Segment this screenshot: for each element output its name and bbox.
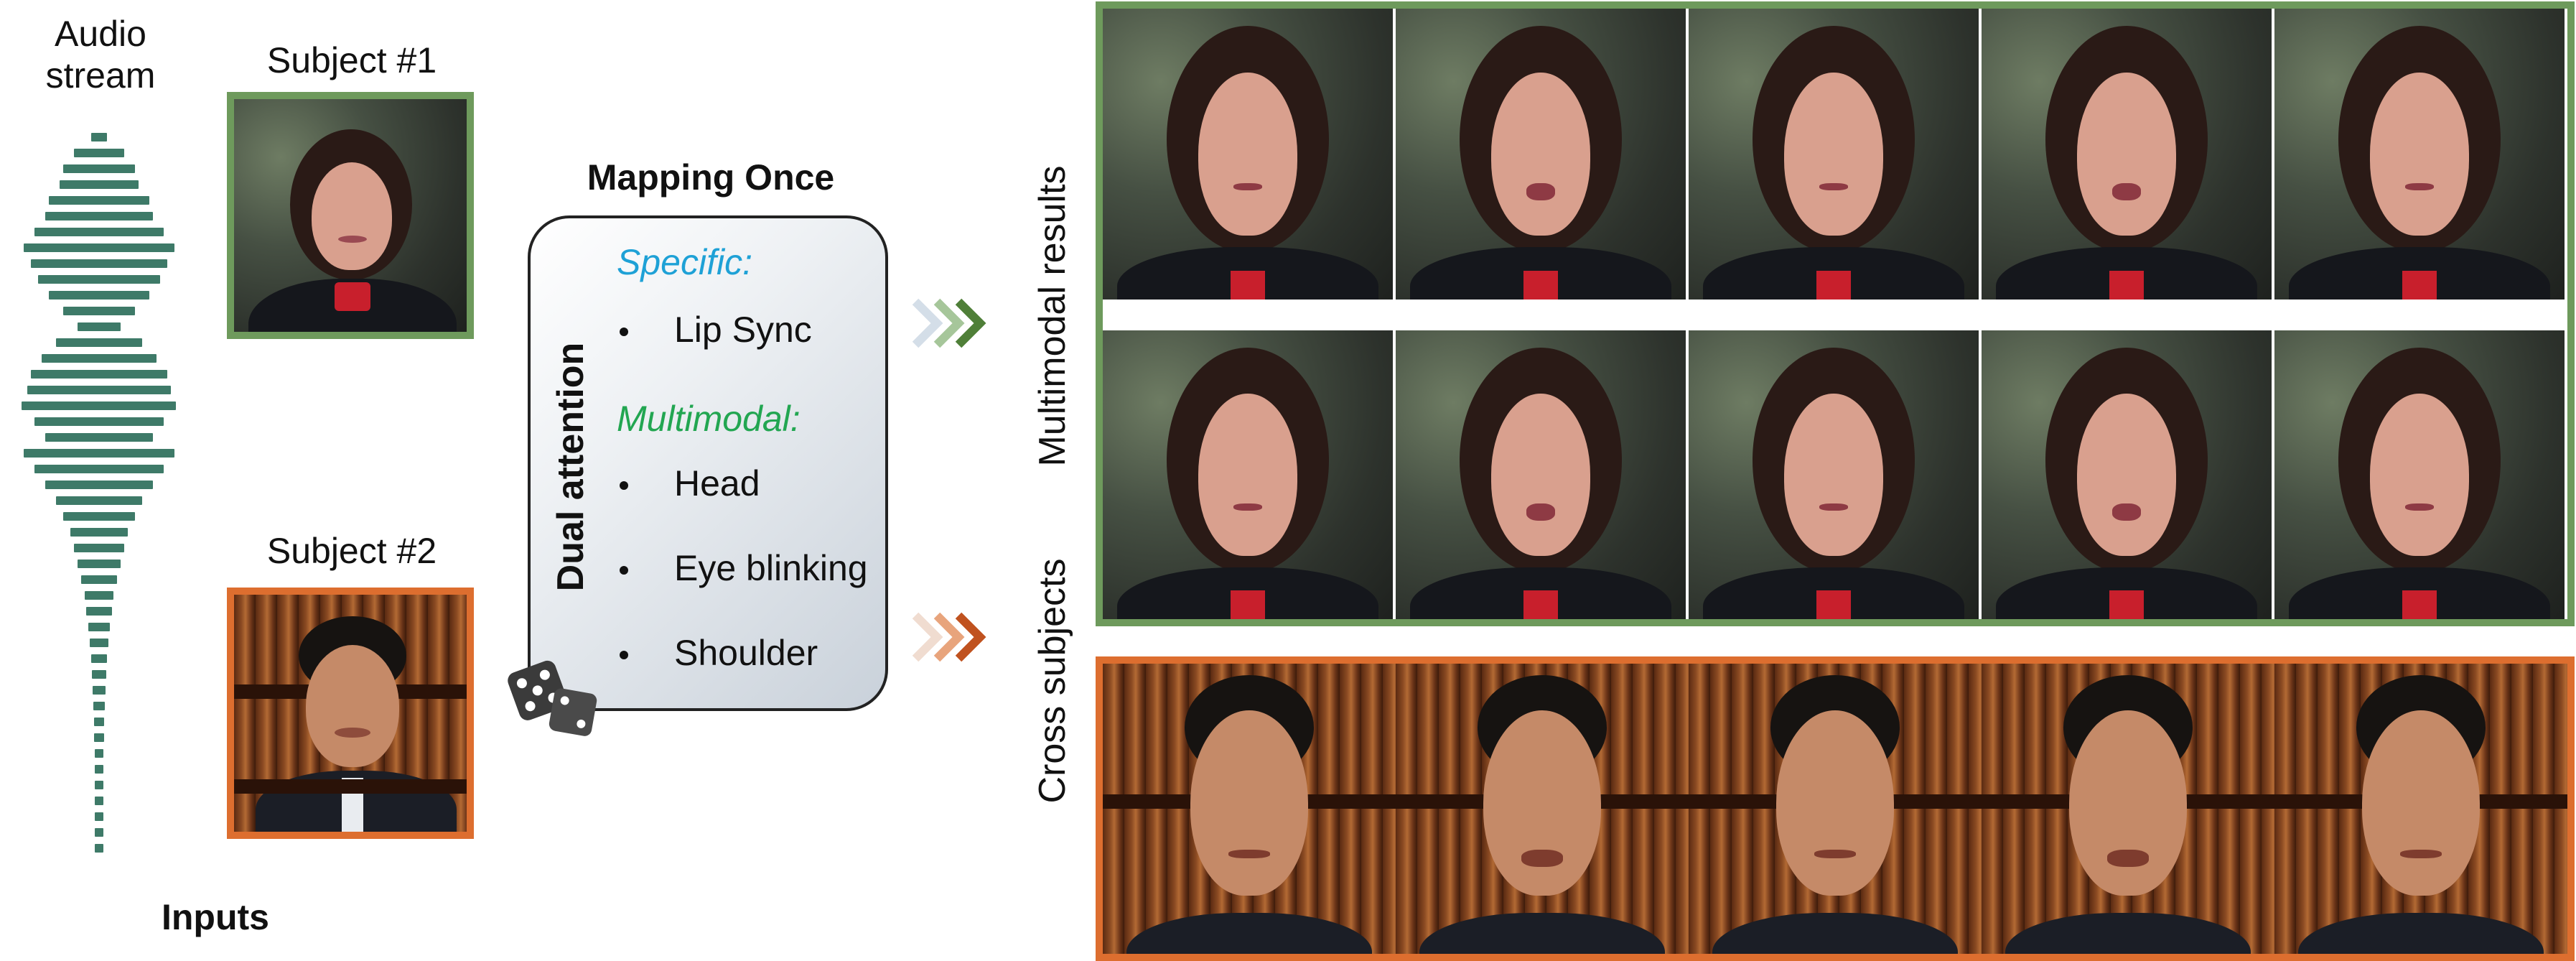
audio-bar bbox=[23, 449, 174, 458]
audio-bar bbox=[23, 243, 174, 252]
audio-bar bbox=[30, 370, 167, 379]
audio-bar bbox=[94, 844, 103, 853]
audio-bar bbox=[94, 828, 103, 837]
subject1-label: Subject #1 bbox=[266, 40, 437, 80]
result-frame-image bbox=[1103, 9, 1393, 300]
result-frame-image bbox=[1396, 330, 1686, 619]
result-frame-image bbox=[1689, 9, 1979, 300]
bullet bbox=[620, 566, 628, 575]
multimodal-results-label: Multimodal results bbox=[1032, 165, 1073, 467]
audio-bar bbox=[94, 781, 103, 789]
audio-bar bbox=[93, 718, 104, 726]
multimodal-heading: Multimodal: bbox=[617, 399, 801, 439]
result-frame-image bbox=[2274, 664, 2567, 954]
audio-bar bbox=[62, 164, 135, 173]
audio-bar bbox=[93, 733, 104, 742]
audio-bar bbox=[34, 465, 164, 473]
result-frame-image bbox=[1982, 664, 2274, 954]
cross-subjects-label: Cross subjects bbox=[1032, 558, 1073, 804]
audio-bar bbox=[94, 765, 103, 774]
audio-bar bbox=[94, 812, 103, 821]
audio-bar bbox=[85, 607, 112, 616]
result-frame-image bbox=[1982, 9, 2272, 300]
audio-stream-label: Audio stream bbox=[14, 13, 187, 96]
audio-bar bbox=[41, 354, 157, 363]
result-frame-image bbox=[1103, 664, 1396, 954]
audio-bar bbox=[90, 133, 107, 141]
chevron-arrows-icon bbox=[912, 298, 986, 348]
audio-bar bbox=[45, 480, 153, 489]
audio-bar bbox=[70, 528, 128, 537]
result-frame-image bbox=[1396, 9, 1686, 300]
audio-bar bbox=[34, 417, 164, 426]
audio-bar bbox=[93, 702, 105, 710]
subject1-photo[interactable] bbox=[227, 92, 474, 339]
audio-bar bbox=[59, 180, 139, 189]
dice-icon bbox=[508, 660, 597, 736]
audio-label-line1: Audio bbox=[55, 14, 146, 54]
dual-attention-label: Dual attention bbox=[550, 342, 592, 592]
audio-bar bbox=[88, 623, 110, 631]
audio-bar bbox=[84, 591, 113, 600]
audio-bar bbox=[55, 496, 142, 505]
audio-bar bbox=[22, 401, 176, 410]
audio-bar bbox=[62, 307, 135, 315]
subject2-label: Subject #2 bbox=[266, 531, 437, 571]
audio-bar bbox=[45, 433, 153, 442]
bullet bbox=[620, 651, 628, 659]
audio-bar bbox=[37, 275, 160, 284]
multimodal-item-shoulder: Shoulder bbox=[674, 633, 818, 673]
result-frame-image bbox=[1689, 330, 1979, 619]
audio-bar bbox=[34, 228, 164, 236]
audio-bar bbox=[73, 544, 124, 552]
specific-heading: Specific: bbox=[617, 242, 752, 282]
audio-bar bbox=[62, 512, 135, 521]
audio-bar bbox=[94, 797, 103, 805]
result-frame-image bbox=[2274, 330, 2565, 619]
audio-bar bbox=[30, 259, 167, 268]
multimodal-item-eye-blinking: Eye blinking bbox=[674, 548, 868, 588]
subject2-photo[interactable] bbox=[227, 588, 474, 839]
result-frame-image bbox=[1103, 330, 1393, 619]
module-title: Mapping Once bbox=[587, 157, 835, 198]
audio-bar bbox=[48, 196, 149, 205]
audio-bar bbox=[77, 322, 121, 331]
audio-bar bbox=[73, 149, 124, 157]
audio-bar bbox=[89, 639, 108, 647]
result-frame-image bbox=[1689, 664, 1982, 954]
audio-bar bbox=[92, 686, 106, 695]
result-frame-image bbox=[1396, 664, 1689, 954]
audio-bar bbox=[48, 291, 149, 300]
audio-label-line2: stream bbox=[45, 55, 156, 96]
bullet bbox=[620, 481, 628, 490]
audio-waveform bbox=[22, 133, 176, 865]
specific-item-lip-sync: Lip Sync bbox=[674, 310, 812, 350]
multimodal-results-frame bbox=[1096, 1, 2575, 626]
audio-bar bbox=[27, 386, 171, 394]
audio-bar bbox=[45, 212, 153, 220]
result-frame-image bbox=[2274, 9, 2565, 300]
audio-bar bbox=[91, 670, 106, 679]
bullet bbox=[620, 328, 628, 336]
result-frame-image bbox=[1982, 330, 2272, 619]
chevron-arrows-icon bbox=[912, 612, 986, 662]
audio-bar bbox=[55, 338, 142, 347]
audio-bar bbox=[77, 560, 121, 568]
cross-subjects-frame bbox=[1096, 656, 2575, 961]
mapping-module: Specific: Lip Sync Multimodal: Head Eye … bbox=[528, 215, 888, 711]
audio-bar bbox=[94, 749, 103, 758]
audio-bar bbox=[80, 575, 117, 584]
multimodal-item-head: Head bbox=[674, 463, 760, 503]
audio-bar bbox=[90, 654, 107, 663]
inputs-label: Inputs bbox=[162, 897, 269, 937]
